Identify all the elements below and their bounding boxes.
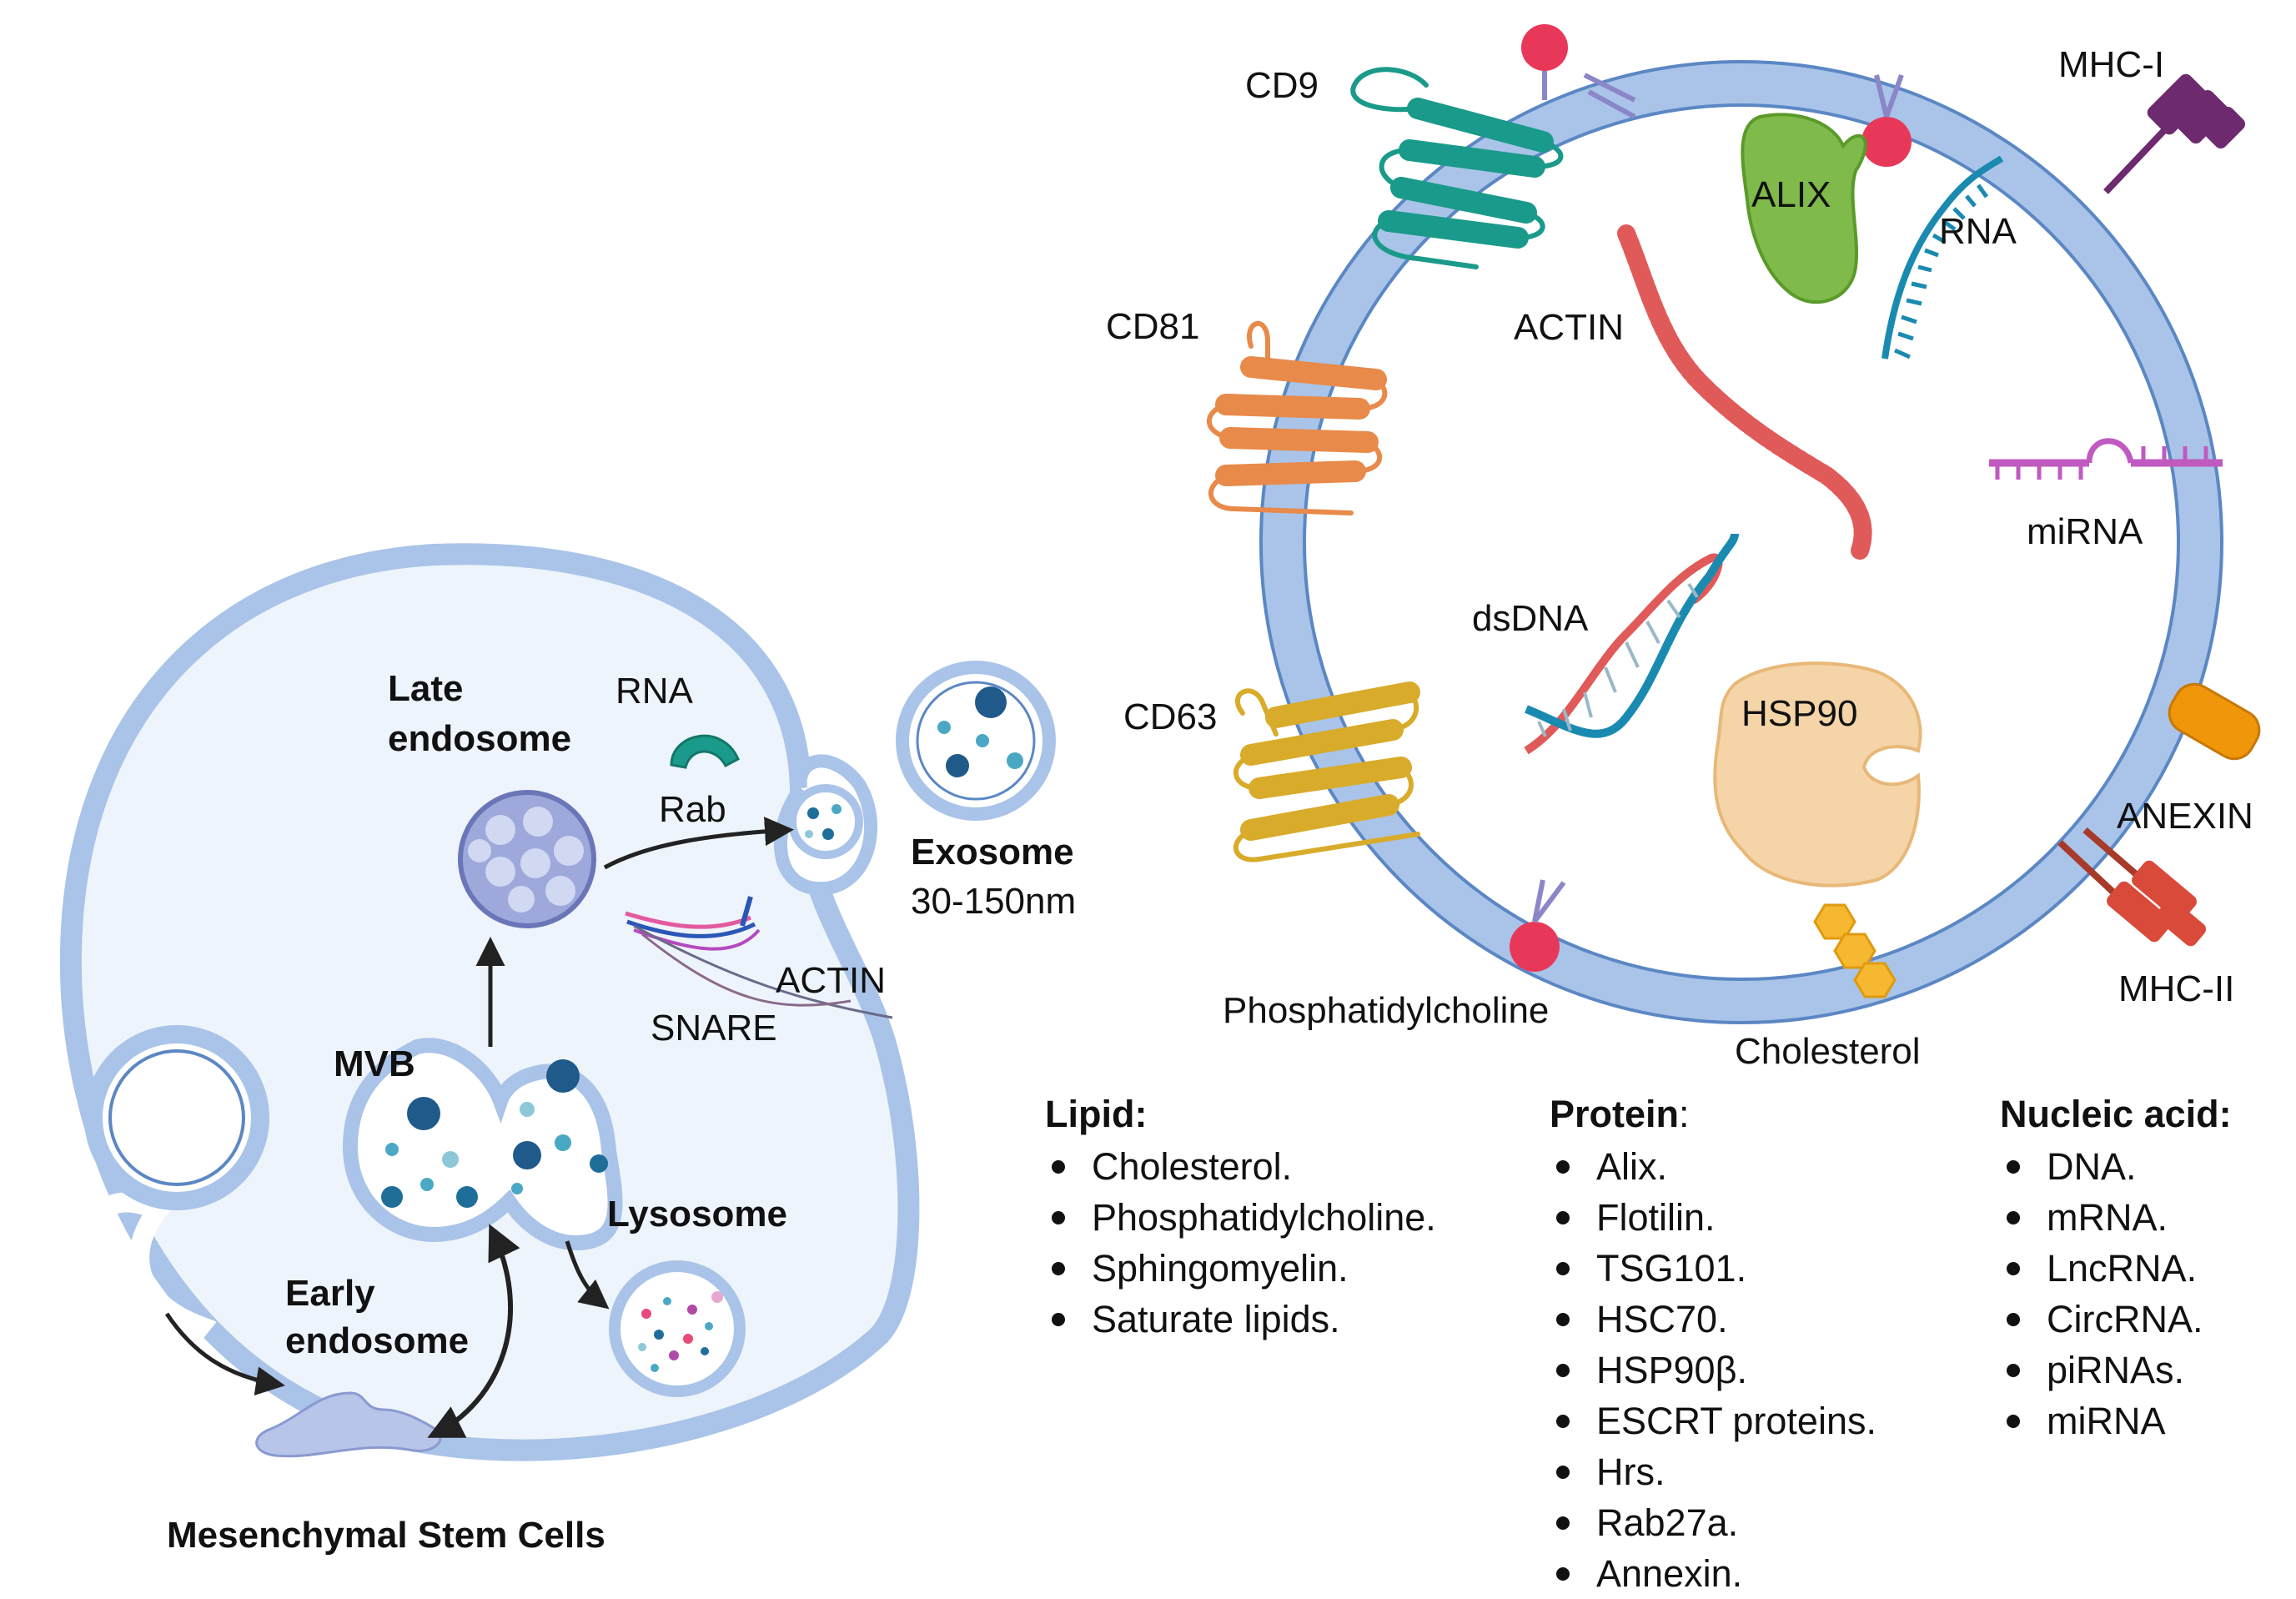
phosphatidylcholine-lipid bbox=[1510, 24, 1912, 972]
list-item: Alix. bbox=[1556, 1141, 1876, 1192]
protein-heading: Protein: bbox=[1550, 1089, 1876, 1139]
cd9-tetraspanin bbox=[1350, 67, 1564, 269]
exosome-size-label: 30-150nm bbox=[911, 881, 1076, 922]
early-endosome-label-2: endosome bbox=[285, 1320, 469, 1361]
nucleic-heading: Nucleic acid: bbox=[2000, 1093, 2232, 1135]
nucleic-acid-list: Nucleic acid: DNA. mRNA. LncRNA. CircRNA… bbox=[2000, 1089, 2232, 1446]
cholesterol-molecule bbox=[1813, 903, 1897, 998]
stem-cell bbox=[59, 543, 920, 1461]
list-item: LncRNA. bbox=[2007, 1243, 2232, 1294]
lysosome bbox=[609, 1260, 746, 1397]
cd63-label: CD63 bbox=[1123, 696, 1218, 737]
diagram-labels: CD9 CD81 CD63 MHC-I MHC-II ALIX RNA ACTI… bbox=[167, 44, 2253, 1556]
early-endosome-label-1: Early bbox=[285, 1273, 375, 1314]
cd81-tetraspanin bbox=[1207, 321, 1388, 515]
free-exosome bbox=[896, 661, 1056, 821]
alix-protein bbox=[1741, 113, 1867, 304]
mhc2-label: MHC-II bbox=[2118, 968, 2234, 1009]
dsdna-label: dsDNA bbox=[1472, 598, 1589, 639]
list-item: miRNA bbox=[2007, 1395, 2232, 1446]
list-item: Sphingomyelin. bbox=[1052, 1243, 1436, 1294]
late-endosome bbox=[458, 790, 596, 928]
anexin-protein bbox=[2168, 682, 2261, 761]
lipid-list: Lipid: Cholesterol. Phosphatidylcholine.… bbox=[1045, 1089, 1436, 1345]
mvb bbox=[342, 1038, 623, 1251]
list-item: Cholesterol. bbox=[1052, 1141, 1436, 1192]
anexin-label: ANEXIN bbox=[2117, 796, 2253, 837]
actin-cell-label: ACTIN bbox=[776, 960, 886, 1001]
list-item: ESCRT proteins. bbox=[1556, 1395, 1876, 1446]
list-item: TSG101. bbox=[1556, 1243, 1876, 1294]
arrow-early-to-mvb bbox=[427, 1224, 520, 1438]
mhc1-label: MHC-I bbox=[2058, 44, 2164, 85]
list-item: Annexin. bbox=[1556, 1548, 1876, 1599]
list-item: DNA. bbox=[2007, 1141, 2232, 1192]
lysosome-label: Lysosome bbox=[607, 1194, 787, 1234]
nucleic-items: DNA. mRNA. LncRNA. CircRNA. piRNAs. miRN… bbox=[2000, 1141, 2232, 1446]
actin-filament bbox=[1617, 224, 1872, 560]
late-endosome-label-1: Late bbox=[388, 668, 463, 709]
late-endosome-label-2: endosome bbox=[388, 718, 571, 759]
list-item: Phosphatidylcholine. bbox=[1052, 1192, 1436, 1243]
list-item: piRNAs. bbox=[2007, 1345, 2232, 1395]
cholesterol-label: Cholesterol bbox=[1735, 1031, 1921, 1072]
exosome-label: Exosome bbox=[911, 832, 1074, 872]
rna-label: RNA bbox=[1939, 211, 2017, 252]
mirna-label: miRNA bbox=[2027, 511, 2143, 552]
rna-strand bbox=[1882, 155, 2004, 360]
alix-label: ALIX bbox=[1751, 174, 1831, 215]
arrow-to-early bbox=[164, 1312, 285, 1396]
protein-heading-colon: : bbox=[1679, 1093, 1690, 1135]
cd81-label: CD81 bbox=[1106, 306, 1200, 347]
phosphatidylcholine-label: Phosphatidylcholine bbox=[1223, 990, 1549, 1031]
budding-exosome bbox=[788, 784, 863, 859]
rab-label: Rab bbox=[659, 789, 726, 830]
cell-title: Mesenchymal Stem Cells bbox=[167, 1515, 605, 1556]
protein-list: Protein: Alix. Flotilin. TSG101. HSC70. … bbox=[1550, 1089, 1876, 1599]
protein-heading-text: Protein bbox=[1550, 1093, 1680, 1135]
rna-cell-label: RNA bbox=[615, 671, 694, 712]
rna-horseshoe-icon bbox=[670, 734, 740, 769]
arrow-late-to-exo bbox=[603, 817, 794, 870]
mhc2-molecule bbox=[2057, 827, 2206, 947]
mvb-label: MVB bbox=[334, 1043, 415, 1084]
engulfed-vesicle bbox=[84, 1025, 269, 1210]
protein-items: Alix. Flotilin. TSG101. HSC70. HSP90β. E… bbox=[1550, 1141, 1876, 1599]
cd9-label: CD9 bbox=[1245, 65, 1319, 106]
hsp90-label: HSP90 bbox=[1741, 693, 1857, 734]
lipid-heading: Lipid: bbox=[1045, 1093, 1148, 1135]
list-item: HSP90β. bbox=[1556, 1345, 1876, 1395]
lipid-items: Cholesterol. Phosphatidylcholine. Sphing… bbox=[1045, 1141, 1436, 1345]
arrow-mvb-to-lysosome bbox=[565, 1240, 610, 1310]
hsp90-protein bbox=[1713, 661, 1922, 887]
snare-label: SNARE bbox=[651, 1008, 777, 1048]
exosome-membrane bbox=[1261, 62, 2222, 1023]
list-item: Saturate lipids. bbox=[1052, 1294, 1436, 1345]
exosome-structure bbox=[1207, 24, 2261, 1024]
dsdna-helix bbox=[1524, 533, 1739, 755]
mirna-molecule bbox=[1989, 438, 2223, 480]
cd63-tetraspanin bbox=[1233, 681, 1420, 862]
mhc1-molecule bbox=[2103, 73, 2245, 194]
list-item: CircRNA. bbox=[2007, 1294, 2232, 1345]
list-item: mRNA. bbox=[2007, 1192, 2232, 1243]
list-item: Flotilin. bbox=[1556, 1192, 1876, 1243]
membrane-fold bbox=[75, 1192, 217, 1451]
list-item: HSC70. bbox=[1556, 1294, 1876, 1345]
list-item: Hrs. bbox=[1556, 1446, 1876, 1497]
snare-actin-fibers bbox=[625, 896, 893, 1019]
list-item: Rab27a. bbox=[1556, 1497, 1876, 1548]
actin-label: ACTIN bbox=[1514, 307, 1624, 348]
